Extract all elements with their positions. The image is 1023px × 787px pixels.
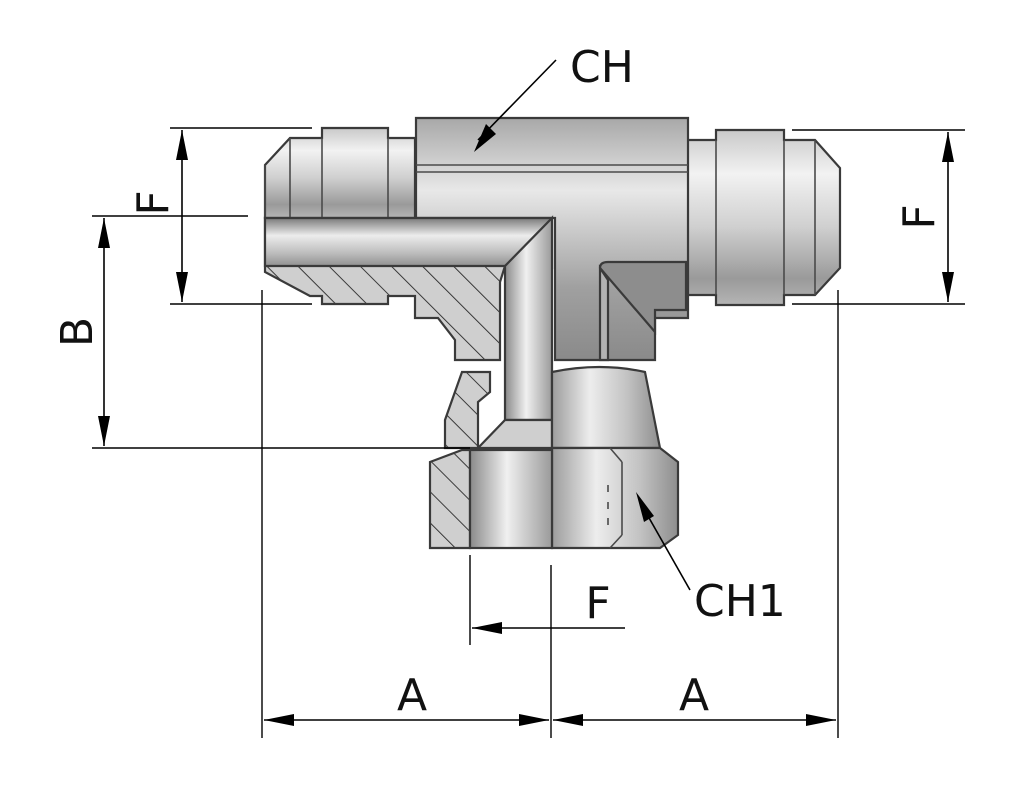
label-ch1: CH1 [694,576,786,627]
label-b: B [52,317,103,347]
dimension-lines [92,59,965,738]
right-male-end [684,128,842,307]
swivel-bore [468,448,554,550]
left-male-end [263,126,417,220]
label-f-right: F [894,204,945,229]
label-a-left: A [397,670,427,721]
bore-passage [263,215,554,450]
label-f-bottom: F [585,578,610,629]
label-f-left: F [128,190,179,215]
label-ch: CH [570,42,634,93]
label-a-right: A [679,670,709,721]
dimension-arrowheads [98,124,954,726]
right-passage [598,260,688,362]
swivel-nut [550,365,680,550]
